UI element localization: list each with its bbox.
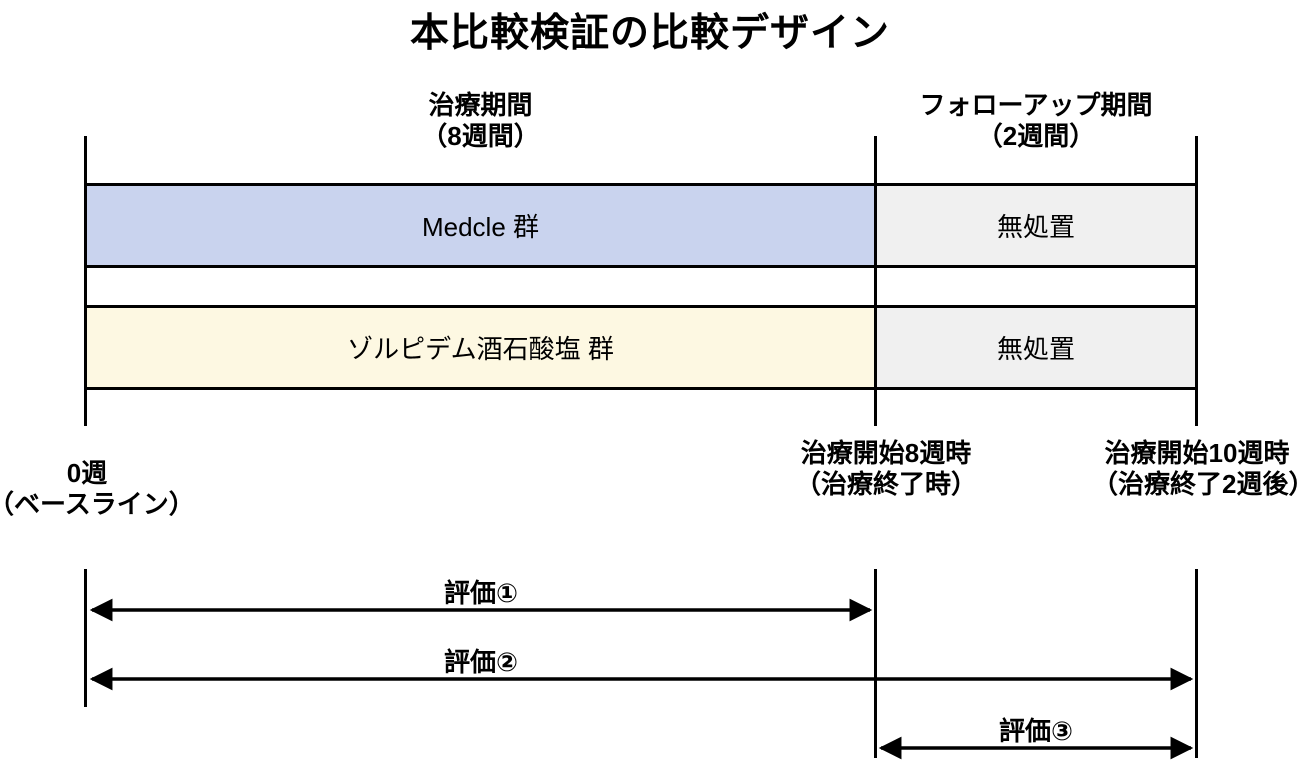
timeline-tick-baseline-upper bbox=[84, 136, 87, 426]
evaluation-arrows bbox=[89, 598, 1194, 760]
phase-treatment-duration: （8週間） bbox=[421, 121, 540, 151]
phase-label-followup: フォローアップ期間 （2週間） bbox=[874, 90, 1198, 152]
timepoint-week10-line2: （治療終了2週後） bbox=[1092, 469, 1300, 499]
timepoint-week8-line2: （治療終了時） bbox=[794, 469, 977, 499]
timepoint-week10-line1: 治療開始10週時 bbox=[1104, 438, 1290, 468]
timepoint-week8-line1: 治療開始8週時 bbox=[800, 438, 972, 468]
arm1-treatment-label: Medcle 群 bbox=[421, 212, 540, 242]
arm2-followup-label: 無処置 bbox=[996, 334, 1075, 364]
timepoint-week8: 治療開始8週時 （治療終了時） bbox=[736, 438, 1036, 500]
timeline-tick-week10-upper bbox=[1195, 136, 1198, 426]
phase-followup-name: フォローアップ期間 bbox=[919, 90, 1153, 120]
timeline-tick-week8-upper bbox=[874, 136, 877, 426]
eval1-label: 評価① bbox=[443, 578, 518, 608]
timepoint-baseline-line2: （ベースライン） bbox=[0, 489, 195, 519]
page-title: 本比較検証の比較デザイン bbox=[409, 12, 890, 55]
arm2-treatment-label: ゾルピデム酒石酸塩 群 bbox=[347, 334, 614, 364]
timeline-tick-week10-lower bbox=[1195, 569, 1198, 758]
arm2-followup-cell: 無処置 bbox=[874, 305, 1198, 390]
timepoint-week10: 治療開始10週時 （治療終了2週後） bbox=[1092, 438, 1300, 500]
eval3-label: 評価③ bbox=[998, 716, 1073, 746]
arm1-followup-label: 無処置 bbox=[996, 212, 1075, 242]
timepoint-baseline: 0週 （ベースライン） bbox=[0, 458, 195, 520]
eval2-label: 評価② bbox=[443, 647, 518, 677]
phase-followup-duration: （2週間） bbox=[976, 121, 1096, 151]
arm1-treatment-cell: Medcle 群 bbox=[84, 183, 877, 268]
arm2-treatment-cell: ゾルピデム酒石酸塩 群 bbox=[84, 305, 877, 390]
timeline-tick-week8-lower bbox=[874, 569, 877, 758]
timeline-tick-baseline-lower bbox=[84, 569, 87, 707]
timepoint-baseline-line1: 0週 bbox=[66, 458, 108, 488]
arm1-followup-cell: 無処置 bbox=[874, 183, 1198, 268]
phase-treatment-name: 治療期間 bbox=[428, 90, 533, 120]
phase-label-treatment: 治療期間 （8週間） bbox=[84, 90, 877, 152]
